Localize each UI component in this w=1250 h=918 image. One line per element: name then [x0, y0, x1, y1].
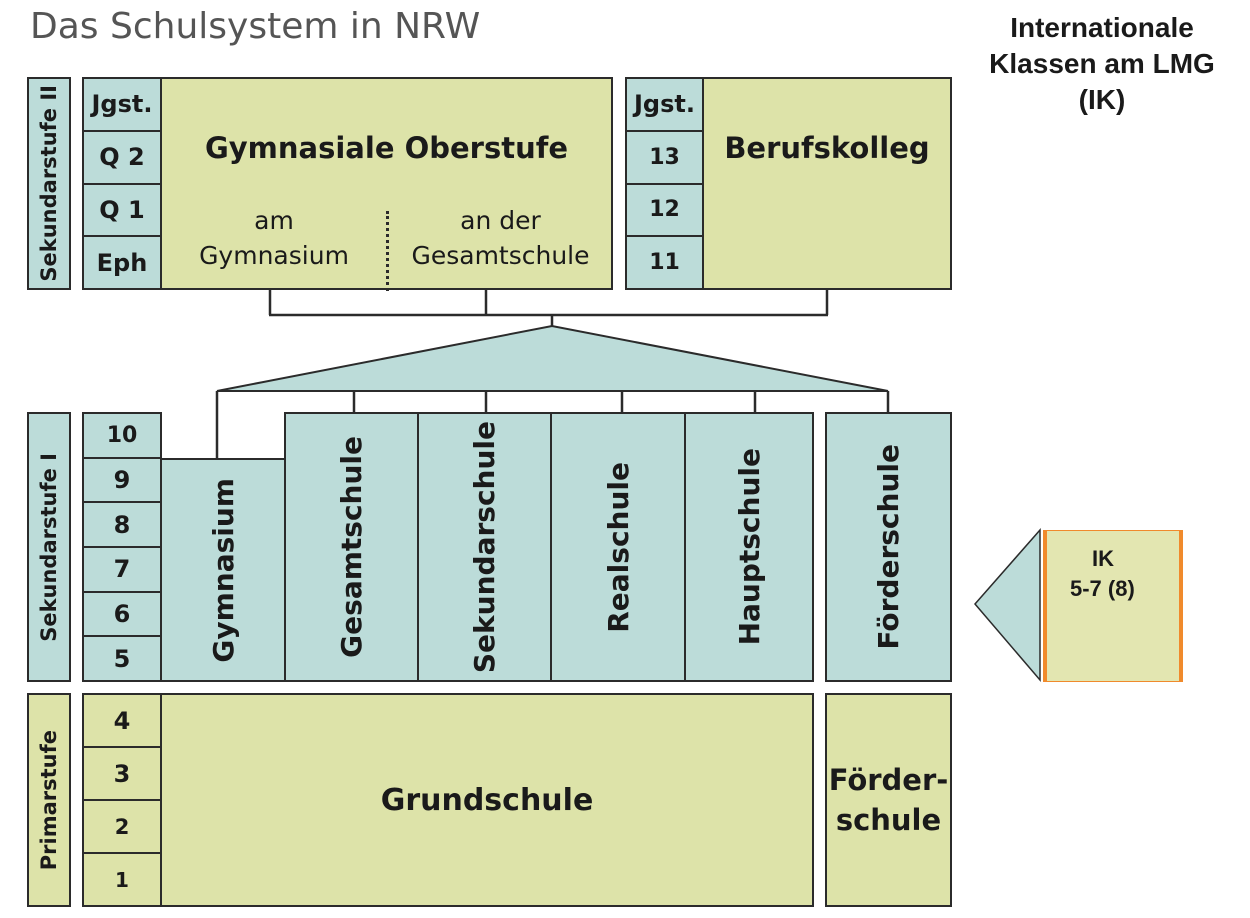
stage-primar: Primarstufe: [27, 693, 71, 907]
oberstufe-right-line1: an der: [460, 206, 541, 235]
intl-line3: (IK): [1078, 84, 1126, 115]
school-realschule-label: Realschule: [601, 461, 635, 633]
ik-line2: 5-7 (8): [1070, 576, 1135, 601]
merge-triangle: [216, 324, 889, 392]
berufskolleg-grade: 13: [627, 129, 702, 183]
ik-box: IK 5-7 (8): [1043, 530, 1183, 682]
oberstufe-title: Gymnasiale Oberstufe: [204, 131, 569, 165]
stage-sek2: Sekundarstufe II: [27, 77, 71, 290]
sek1-grades: 10 9 8 7 6 5: [82, 412, 162, 682]
primar-foerder-line1: Förder-: [828, 763, 949, 797]
school-hauptschule: Hauptschule: [684, 412, 814, 682]
page-title: Das Schulsystem in NRW: [30, 6, 481, 47]
oberstufe-left-line1: am: [254, 206, 294, 235]
oberstufe-box: Gymnasiale Oberstufe am Gymnasium an der…: [160, 77, 613, 291]
oberstufe-gesamtschule: an der Gesamtschule: [390, 203, 611, 273]
school-gesamtschule: Gesamtschule: [284, 412, 419, 682]
sek1-grade: 6: [84, 590, 160, 636]
primar-foerderschule-label: Förder- schule: [829, 760, 949, 840]
sek1-grade: 8: [84, 501, 160, 546]
sek1-grade: 10: [106, 422, 138, 448]
berufskolleg-box: Berufskolleg: [702, 77, 952, 290]
school-gymnasium-label: Gymnasium: [206, 477, 240, 663]
berufskolleg-grades: Jgst. 13 12 11: [625, 77, 704, 290]
oberstufe-grade: Jgst.: [91, 90, 153, 119]
oberstufe-grades: Jgst. Q 2 Q 1 Eph: [82, 77, 162, 290]
sek1-grade: 5: [84, 635, 160, 680]
primar-grade: 1: [84, 852, 160, 905]
oberstufe-gymnasium: am Gymnasium: [162, 203, 386, 273]
school-foerderschule: Förderschule: [825, 412, 952, 682]
oberstufe-grade: Eph: [84, 235, 160, 288]
oberstufe-right-line2: Gesamtschule: [411, 241, 590, 270]
berufskolleg-grade: 12: [627, 182, 702, 236]
intl-heading: Internationale Klassen am LMG (IK): [962, 10, 1242, 118]
grundschule-label: Grundschule: [380, 782, 594, 818]
berufskolleg-title: Berufskolleg: [724, 131, 930, 165]
berufskolleg-grade: 11: [627, 235, 702, 288]
intl-line2: Klassen am LMG: [989, 48, 1215, 79]
stage-sek1: Sekundarstufe I: [27, 412, 71, 682]
school-sekundarschule-label: Sekundarschule: [468, 420, 501, 674]
primar-grade: 2: [84, 799, 160, 852]
sek1-grade: 9: [84, 456, 160, 502]
school-gesamtschule-label: Gesamtschule: [335, 436, 368, 658]
school-foerderschule-label: Förderschule: [872, 444, 905, 650]
ik-line1: IK: [1092, 546, 1114, 571]
primar-grade: 3: [84, 746, 160, 799]
sek1-grade: 7: [84, 546, 160, 591]
oberstufe-divider: [386, 211, 389, 291]
school-realschule: Realschule: [550, 412, 686, 682]
grundschule-box: Grundschule: [160, 693, 814, 907]
primar-grades: 4 3 2 1: [82, 693, 162, 907]
school-sekundarschule: Sekundarschule: [417, 412, 552, 682]
school-gymnasium: Gymnasium: [160, 458, 286, 682]
school-hauptschule-label: Hauptschule: [732, 448, 766, 646]
primar-grade: 4: [113, 706, 131, 735]
oberstufe-grade: Q 1: [84, 182, 160, 236]
primar-foerderschule-box: Förder- schule: [825, 693, 952, 907]
oberstufe-left-line2: Gymnasium: [199, 241, 349, 270]
primar-foerder-line2: schule: [835, 803, 942, 837]
berufskolleg-grade: Jgst.: [634, 90, 695, 119]
oberstufe-grade: Q 2: [84, 129, 160, 183]
intl-line1: Internationale: [1010, 12, 1194, 43]
